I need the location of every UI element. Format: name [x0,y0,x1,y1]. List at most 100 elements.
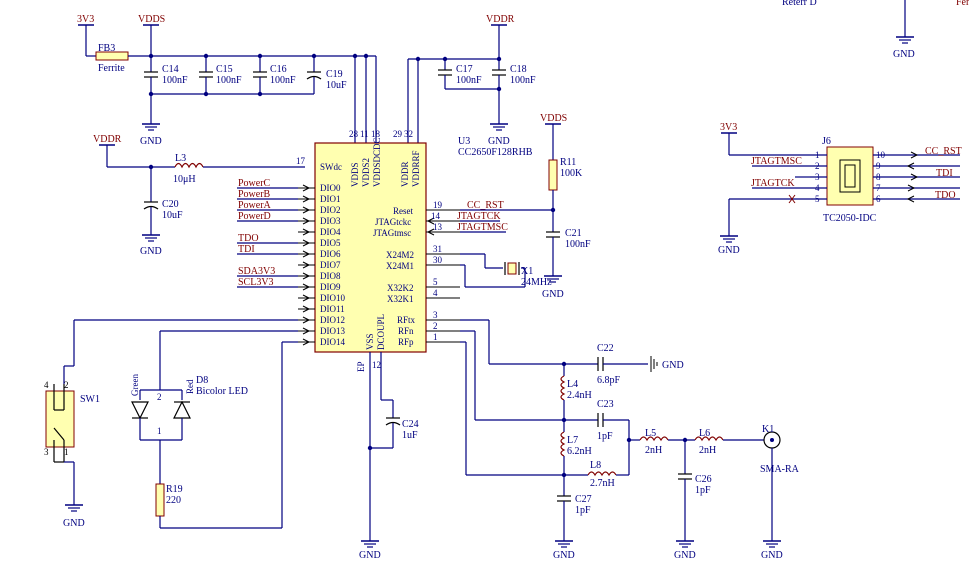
svg-text:C16: C16 [270,64,287,75]
u3-ref: U3 [458,136,470,147]
svg-text:GND: GND [63,518,85,529]
svg-text:2nH: 2nH [699,445,716,456]
svg-text:6.2nH: 6.2nH [567,446,592,457]
reset-jtag-section: CC_RST JTAGTCK JTAGTMSC VDDS R11 100K C2… [457,113,591,300]
svg-text:JTAGtmsc: JTAGtmsc [373,228,411,238]
svg-text:100nF: 100nF [456,75,482,86]
svg-text:1: 1 [64,447,69,457]
svg-text:30: 30 [433,255,443,265]
fb3-value: Ferrite [98,63,125,74]
svg-text:Bicolor LED: Bicolor LED [196,386,248,397]
svg-text:VDDS: VDDS [540,113,567,124]
net-powerc: PowerC [238,178,271,189]
inductor-l8 [587,471,617,477]
svg-text:DIO10: DIO10 [320,293,345,303]
svg-text:100nF: 100nF [216,75,242,86]
svg-text:DIO5: DIO5 [320,238,341,248]
svg-text:17: 17 [296,156,306,166]
svg-text:VDDS2: VDDS2 [361,158,371,187]
net-powera: PowerA [238,200,272,211]
power-3v3-label: 3V3 [77,14,94,25]
net-powerb: PowerB [238,189,271,200]
svg-text:L6: L6 [699,428,710,439]
capacitor-c18: C18 100nF [492,59,536,124]
switch-sw1: 4 2 3 1 SW1 GND [44,319,298,529]
left-net-labels: PowerC PowerB PowerA PowerD TDO TDI SDA3… [237,178,298,288]
inductor-l5 [639,436,669,442]
svg-text:2: 2 [157,392,162,402]
rf-matching-section: C22 6.8pF GND L4 2.4nH C23 1pF L7 6.2nH … [460,319,800,561]
j6-net-jtagtck: JTAGTCK [751,178,795,189]
crystal-x1: X1 24MHz [504,262,552,288]
svg-text:100nF: 100nF [270,75,296,86]
svg-text:3: 3 [44,447,49,457]
capacitor-c15: C15 100nF [199,56,242,94]
svg-text:GND: GND [662,360,684,371]
svg-text:C26: C26 [695,474,712,485]
led-d8: Green Red 2 1 D8 Bicolor LED R19 220 [130,330,298,529]
net-jtagtmsc: JTAGTMSC [457,222,508,233]
capacitor-c14: C14 100nF [144,56,188,94]
capacitor-c16: C16 100nF [253,56,296,94]
svg-text:GND: GND [553,550,575,561]
svg-text:DIO6: DIO6 [320,249,341,259]
svg-text:GND: GND [488,136,510,147]
svg-text:L8: L8 [590,460,601,471]
svg-text:VDDSDCDC: VDDSDCDC [372,137,382,187]
svg-text:5: 5 [433,277,438,287]
svg-text:DIO8: DIO8 [320,271,341,281]
net-powerd: PowerD [238,211,271,222]
svg-text:C18: C18 [510,64,527,75]
svg-text:DIO3: DIO3 [320,216,341,226]
net-tdo: TDO [238,233,259,244]
svg-text:19: 19 [433,200,443,210]
net-jtagtck: JTAGTCK [457,211,501,222]
svg-text:VDDR: VDDR [400,161,410,187]
capacitor-c22: C22 6.8pF [597,343,648,386]
svg-text:X32K2: X32K2 [387,283,414,293]
svg-text:TC2050-IDC: TC2050-IDC [823,213,877,224]
svg-text:SWdc: SWdc [320,162,342,172]
svg-text:VDDR: VDDR [93,134,122,145]
svg-text:EP: EP [356,361,366,372]
inductor-l4 [560,375,566,401]
svg-text:10uF: 10uF [162,210,183,221]
svg-text:R19: R19 [166,484,183,495]
svg-text:Red: Red [185,379,195,394]
svg-text:VSS: VSS [365,333,375,350]
svg-text:L4: L4 [567,379,578,390]
inductor-l7 [560,431,566,457]
svg-text:RFtx: RFtx [397,315,416,325]
svg-text:GND: GND [359,550,381,561]
svg-text:GND: GND [674,550,696,561]
capacitor-c26: C26 1pF [678,440,712,541]
svg-text:J6: J6 [822,136,831,147]
svg-text:1pF: 1pF [575,505,591,516]
power-vddr-label: VDDR [486,14,515,25]
svg-text:DCOUPL: DCOUPL [376,314,386,350]
net-sda3v3: SDA3V3 [238,266,275,277]
svg-text:C27: C27 [575,494,592,505]
svg-text:K1: K1 [762,424,774,435]
capacitor-c17: C17 100nF [438,59,482,89]
svg-text:4: 4 [433,288,438,298]
svg-text:24MHz: 24MHz [521,277,552,288]
svg-text:GND: GND [140,136,162,147]
svg-text:13: 13 [433,222,443,232]
svg-text:12: 12 [372,360,381,370]
svg-text:GND: GND [761,550,783,561]
inductor-l3 [174,162,204,169]
net-scl3v3: SCL3V3 [238,277,274,288]
svg-text:C17: C17 [456,64,473,75]
connector-j6: 3V3 JTAGTMSC JTAGTCK GND J6 TC2050-IDC 1… [718,122,962,256]
svg-text:10μH: 10μH [173,174,196,185]
svg-text:2: 2 [433,321,438,331]
svg-text:SMA-RA: SMA-RA [760,464,800,475]
svg-text:L3: L3 [175,153,186,164]
svg-text:31: 31 [433,244,442,254]
svg-text:DIO13: DIO13 [320,326,345,336]
svg-text:GND: GND [718,245,740,256]
svg-text:2nH: 2nH [645,445,662,456]
svg-text:SW1: SW1 [80,394,100,405]
